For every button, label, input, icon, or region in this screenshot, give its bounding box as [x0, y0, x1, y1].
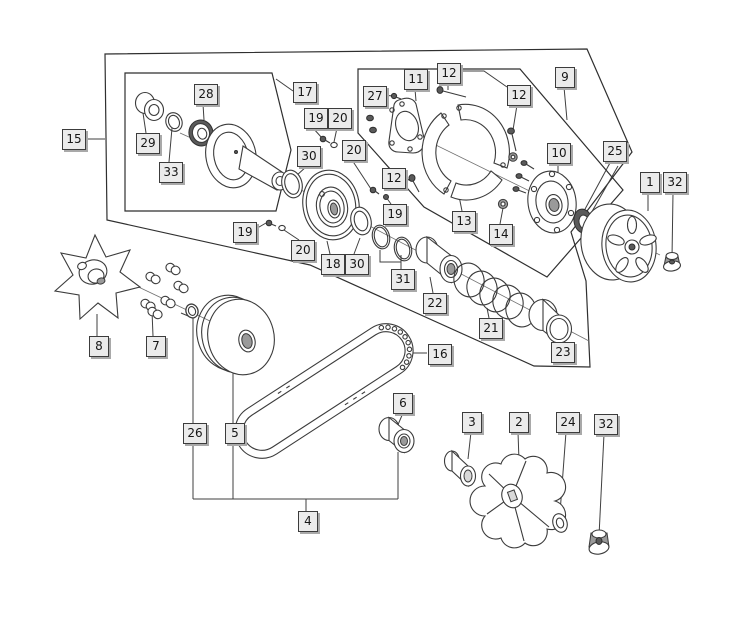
pulley-half-5-part: [196, 294, 275, 376]
retaining-rings-31-part: [371, 224, 413, 262]
part-label-33[interactable]: 33: [159, 162, 183, 183]
washer-20c-part: [278, 224, 286, 232]
spring-guide-22-part: [415, 235, 463, 284]
drive-belt-16-part: [234, 323, 414, 459]
part-label-12[interactable]: 12: [507, 85, 531, 106]
part-label-26[interactable]: 26: [183, 423, 207, 444]
nut-small-b-part: [508, 152, 518, 162]
part-label-32[interactable]: 32: [663, 172, 687, 193]
screw-12a-part: [436, 86, 467, 98]
ring-30b-part: [350, 206, 372, 236]
part-label-6[interactable]: 6: [393, 393, 413, 414]
impeller-8-part: [53, 233, 142, 321]
part-label-17[interactable]: 17: [293, 82, 317, 103]
part-label-10[interactable]: 10: [547, 143, 571, 164]
bearing-28-part: [188, 119, 214, 147]
part-label-20[interactable]: 20: [291, 240, 315, 261]
belt-teeth: [378, 324, 413, 371]
part-label-22[interactable]: 22: [423, 293, 447, 314]
part-label-21[interactable]: 21: [479, 318, 503, 339]
part-label-19[interactable]: 19: [233, 222, 257, 243]
clutch-shoes-13-part: [421, 103, 510, 201]
part-label-28[interactable]: 28: [194, 84, 218, 105]
part-label-19[interactable]: 19: [383, 204, 407, 225]
part-label-30[interactable]: 30: [297, 146, 321, 167]
part-label-2[interactable]: 2: [509, 412, 529, 433]
nut-14-part: [497, 198, 509, 210]
part-label-14[interactable]: 14: [489, 224, 513, 245]
part-label-30[interactable]: 30: [345, 254, 369, 275]
washer-24-part: [552, 513, 568, 533]
part-label-7[interactable]: 7: [146, 336, 166, 357]
group-outline-9: [357, 68, 624, 278]
pulley-face-18-part: [302, 169, 360, 241]
leader-lines: [83, 70, 674, 537]
screw-27-part: [390, 92, 402, 100]
part-label-32[interactable]: 32: [594, 414, 618, 435]
bushing-3-part: [443, 449, 477, 488]
part-label-31[interactable]: 31: [391, 269, 415, 290]
nut-small-a-part: [366, 114, 377, 134]
part-label-19[interactable]: 19: [304, 108, 328, 129]
part-label-20[interactable]: 20: [342, 140, 366, 161]
part-label-11[interactable]: 11: [404, 69, 428, 90]
clutch-bell-1-part: [580, 203, 657, 283]
part-label-16[interactable]: 16: [428, 344, 452, 365]
part-label-23[interactable]: 23: [551, 342, 575, 363]
variator-hub-part: [205, 123, 289, 191]
part-label-27[interactable]: 27: [363, 86, 387, 107]
drive-plate-10-part: [512, 160, 577, 234]
rollers-7-part: [140, 262, 189, 320]
group-outline-15: [104, 48, 633, 368]
bolt-19c-part: [265, 219, 277, 227]
part-label-12[interactable]: 12: [437, 63, 461, 84]
part-label-13[interactable]: 13: [452, 211, 476, 232]
bolt-19a-part: [319, 135, 331, 144]
part-label-20[interactable]: 20: [328, 108, 352, 129]
part-label-9[interactable]: 9: [555, 67, 575, 88]
nut-32b-part: [588, 529, 610, 555]
part-label-4[interactable]: 4: [298, 511, 318, 532]
ring-26-part: [185, 303, 199, 319]
part-label-12[interactable]: 12: [382, 168, 406, 189]
screw-12b-part: [507, 127, 517, 152]
part-label-3[interactable]: 3: [462, 412, 482, 433]
spring-cup-23-part: [528, 298, 573, 345]
ring-30a-part: [281, 169, 303, 199]
snap-ring-33-part: [165, 112, 183, 132]
part-label-25[interactable]: 25: [603, 141, 627, 162]
bolt-20b-part: [369, 186, 380, 195]
part-label-8[interactable]: 8: [89, 336, 109, 357]
gasket-11-part: [388, 97, 425, 154]
part-label-5[interactable]: 5: [225, 423, 245, 444]
washer-20a-part: [330, 141, 338, 149]
fan-wheel-2-part: [469, 453, 567, 549]
part-label-18[interactable]: 18: [321, 254, 345, 275]
screw-12c-part: [408, 174, 420, 193]
part-label-24[interactable]: 24: [556, 412, 580, 433]
part-label-15[interactable]: 15: [62, 129, 86, 150]
bolt-19b-part: [383, 194, 389, 200]
bushing-29-part: [134, 91, 165, 122]
nut-32a-part: [663, 251, 681, 272]
part-label-29[interactable]: 29: [136, 133, 160, 154]
part-label-1[interactable]: 1: [640, 172, 660, 193]
spacer-6-part: [378, 416, 415, 454]
